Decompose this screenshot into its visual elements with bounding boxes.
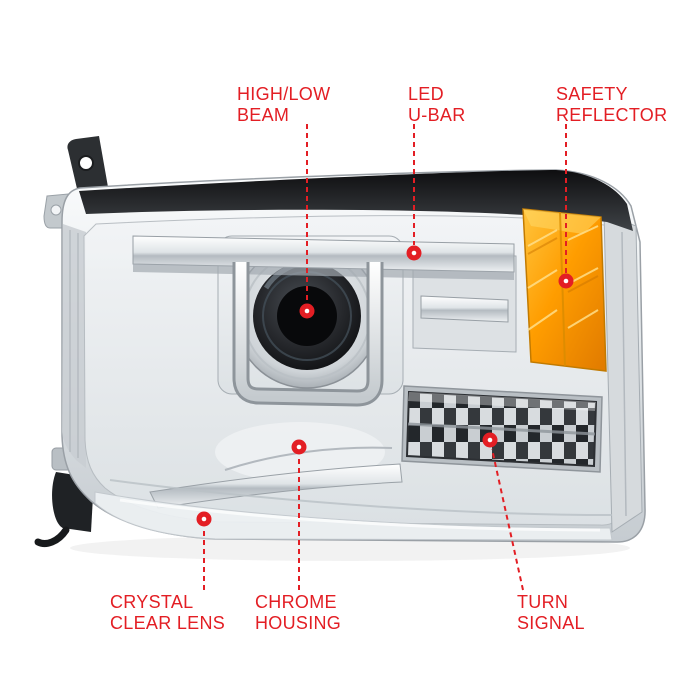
- callout-crystal-clear-lens: CRYSTAL CLEAR LENS: [110, 592, 225, 633]
- amber-safety-reflector: [522, 208, 607, 372]
- led-u-bar-marker: [406, 245, 422, 261]
- turn-signal-array: [401, 385, 603, 473]
- callout-chrome-housing: CHROME HOUSING: [255, 592, 341, 633]
- callout-line2: REFLECTOR: [556, 104, 668, 125]
- callout-line2: CLEAR LENS: [110, 612, 226, 633]
- callout-line1: CRYSTAL: [110, 592, 194, 612]
- leader-line-turn-signal: [491, 448, 524, 591]
- callout-line2: BEAM: [237, 104, 290, 125]
- callout-line2: U-BAR: [408, 104, 466, 125]
- turn-signal-marker: [482, 432, 498, 448]
- callout-line1: SAFETY: [556, 84, 628, 104]
- callout-line1: TURN: [517, 592, 569, 612]
- led-u-bar-tube: [232, 262, 384, 407]
- safety-reflector-marker: [558, 273, 574, 289]
- callout-high-low-beam: HIGH/LOW BEAM: [237, 84, 330, 125]
- callout-line1: HIGH/LOW: [237, 84, 331, 104]
- top-trim: [79, 170, 633, 231]
- callout-safety-reflector: SAFETY REFLECTOR: [556, 84, 667, 125]
- callout-line1: CHROME: [255, 592, 337, 612]
- crystal-clear-lens-marker: [196, 511, 212, 527]
- chrome-housing-marker: [291, 439, 307, 455]
- callout-overlay: [196, 124, 574, 591]
- clear-lens-strip: [94, 479, 613, 541]
- upper-chrome-bar: [132, 235, 515, 280]
- callout-line2: SIGNAL: [517, 612, 585, 633]
- callout-line2: HOUSING: [255, 612, 342, 633]
- callout-line1: LED: [408, 84, 444, 104]
- high-low-beam-marker: [299, 303, 315, 319]
- callout-led-u-bar: LED U-BAR: [408, 84, 466, 125]
- callout-turn-signal: TURN SIGNAL: [517, 592, 585, 633]
